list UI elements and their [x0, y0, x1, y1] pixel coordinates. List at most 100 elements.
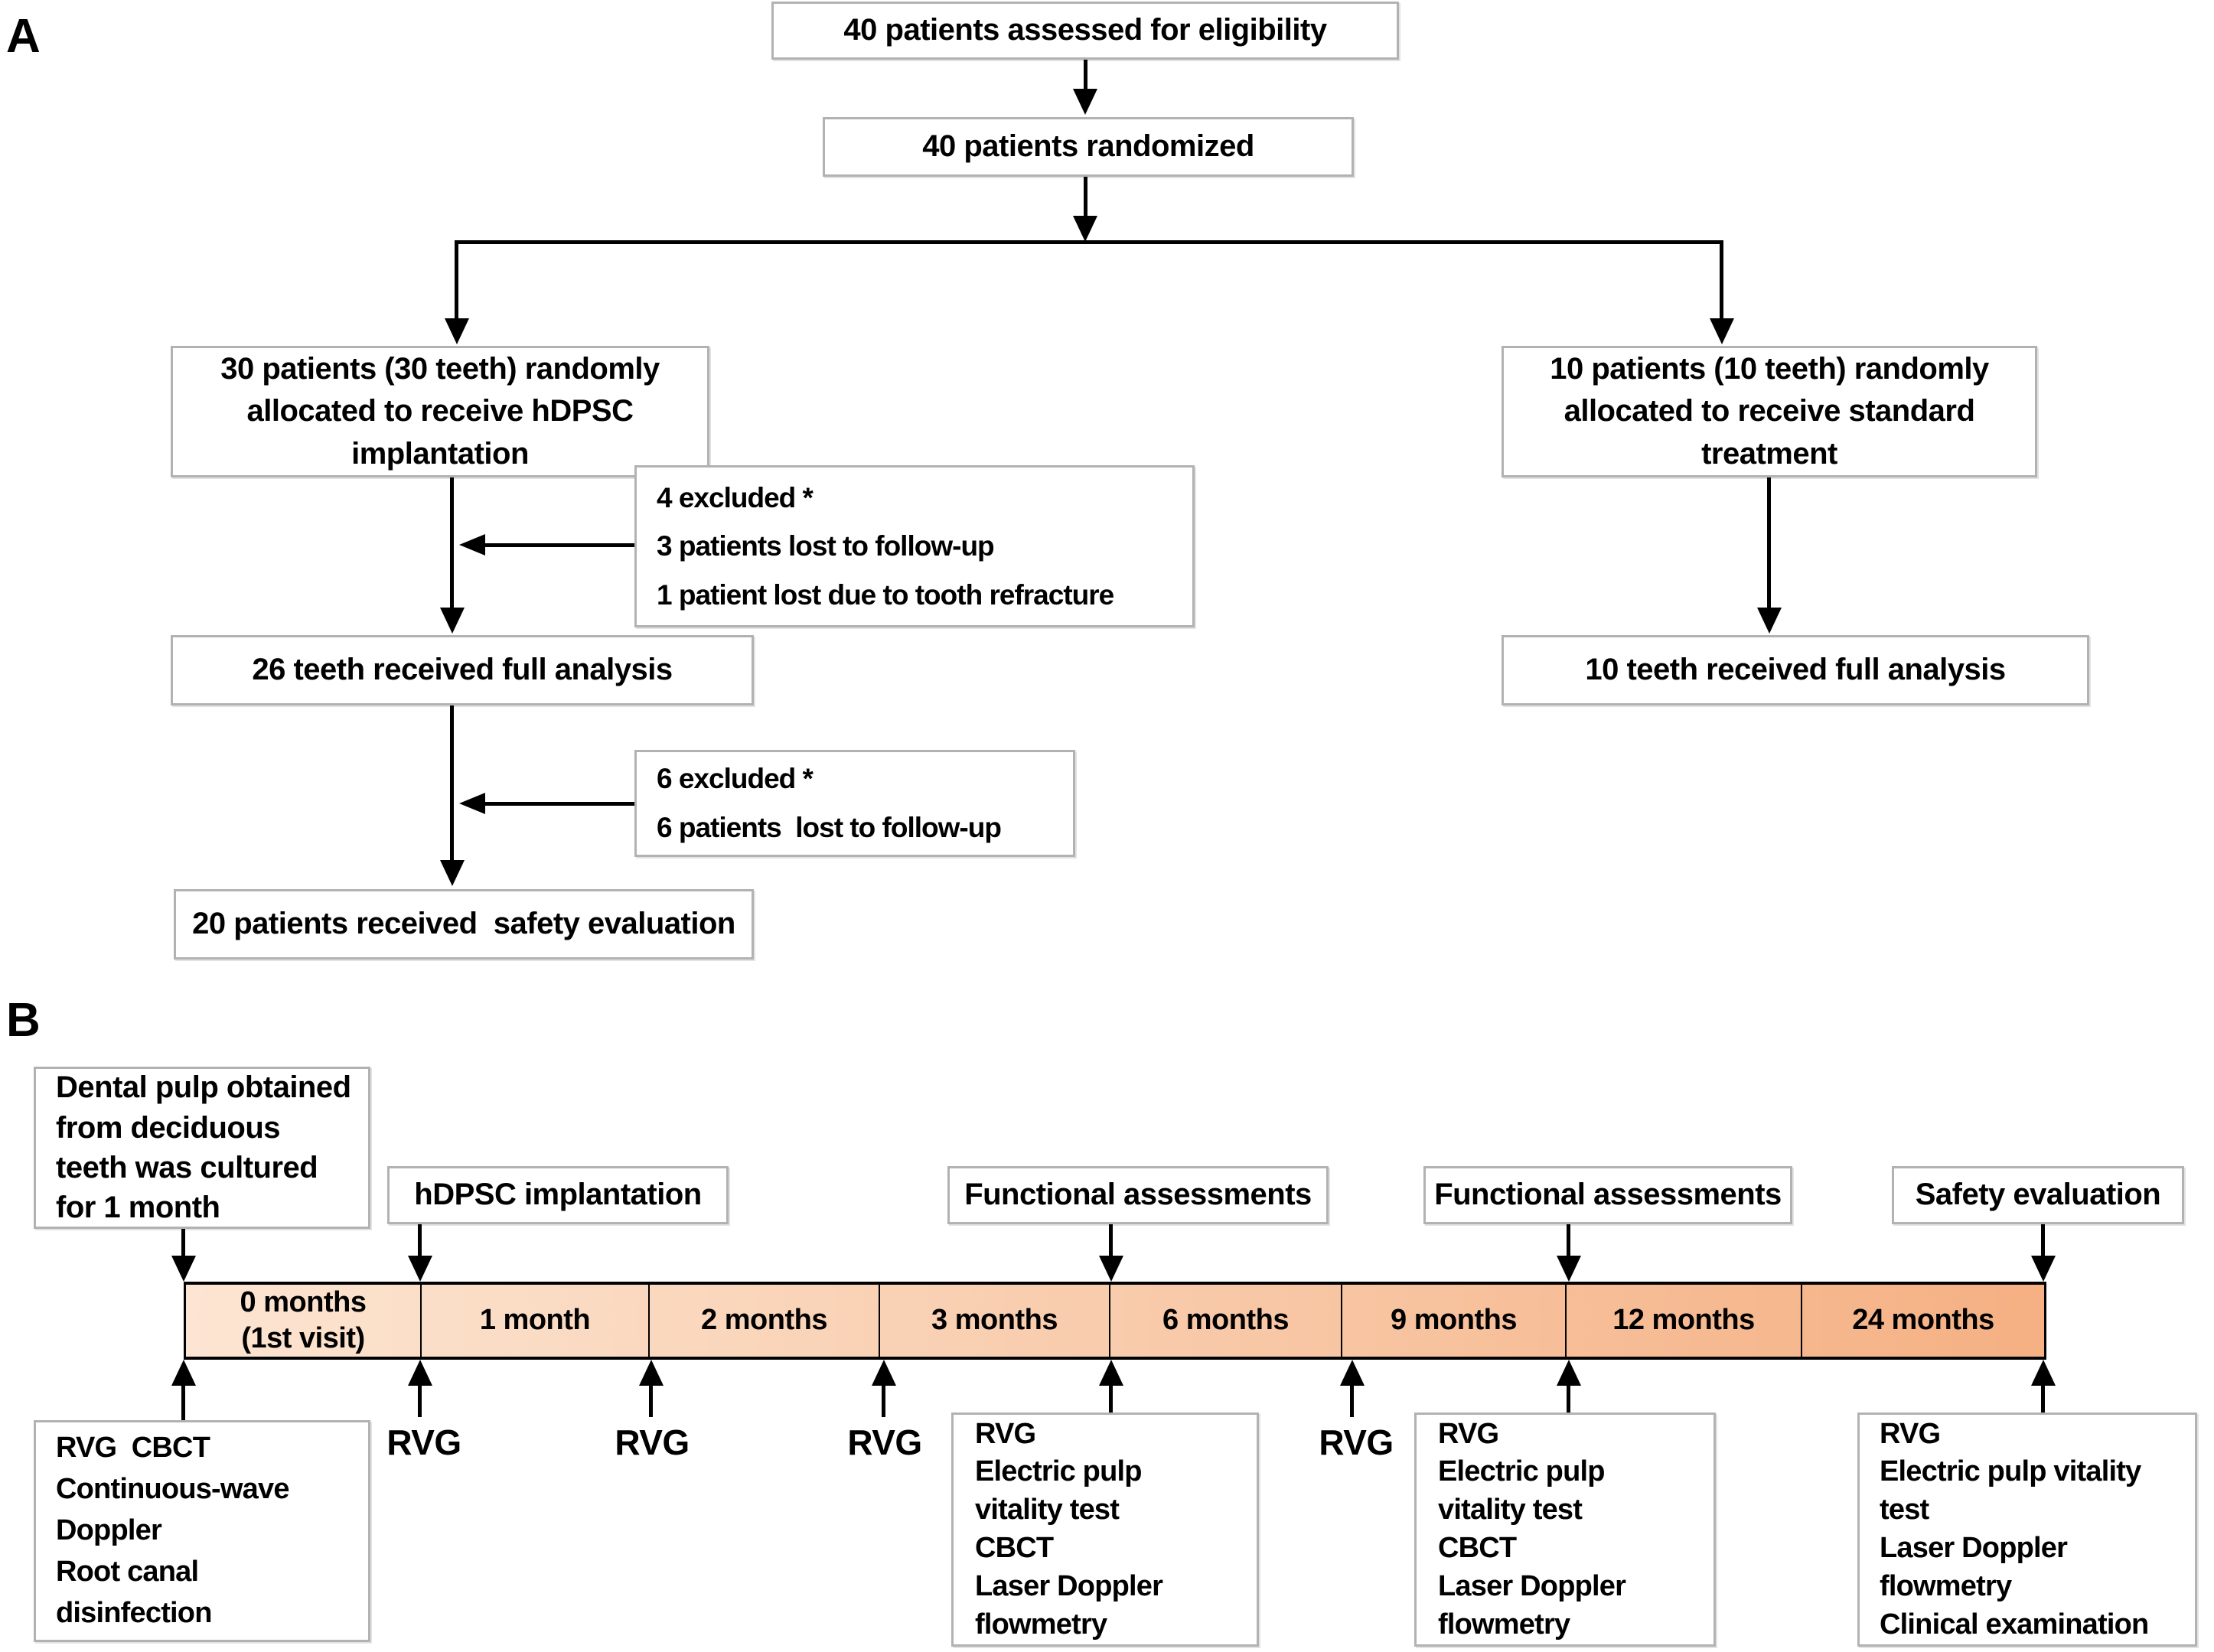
arrow-shaft — [450, 477, 454, 609]
arrowhead-up-icon — [2031, 1360, 2056, 1386]
box-month6-line1: RVG — [975, 1417, 1036, 1450]
segment-label: 6 months — [1162, 1304, 1289, 1337]
timeline-bar: 0 months (1st visit) 1 month 2 months 3 … — [184, 1282, 2046, 1360]
arrow-shaft — [2041, 1224, 2045, 1258]
arrowhead-down-icon — [2031, 1256, 2056, 1282]
panel-a-label: A — [6, 10, 41, 63]
arrow-shaft — [1767, 477, 1771, 609]
box-month24-line1: RVG — [1880, 1417, 1941, 1450]
box-excluded-6: 6 excluded * 6 patients lost to follow-u… — [634, 750, 1075, 857]
box-allocated-hdpsc-line3: implantation — [351, 436, 529, 471]
timeline-segment-0-months: 0 months (1st visit) — [186, 1285, 422, 1357]
arrow-shaft — [882, 1383, 885, 1417]
box-month12-line3: vitality test — [1438, 1494, 1583, 1527]
segment-label: 3 months — [931, 1304, 1058, 1337]
box-excluded-6-line1: 6 excluded * — [657, 763, 814, 795]
arrowhead-up-icon — [1099, 1360, 1123, 1386]
timeline-segment-6-months: 6 months — [1110, 1285, 1342, 1357]
box-functional-assessments-1-text: Functional assessments — [964, 1178, 1312, 1212]
box-allocated-standard-line1: 10 patients (10 teeth) randomly — [1550, 352, 1989, 386]
timeline-segment-24-months: 24 months — [1802, 1285, 2044, 1357]
arrowhead-up-icon — [872, 1360, 896, 1386]
box-allocated-hdpsc: 30 patients (30 teeth) randomly allocate… — [171, 346, 709, 477]
box-safety-evaluation-label-text: Safety evaluation — [1915, 1178, 2161, 1212]
box-month12-line1: RVG — [1438, 1417, 1499, 1450]
box-month6-line2: Electric pulp — [975, 1455, 1142, 1488]
timeline-segment-2-months: 2 months — [650, 1285, 880, 1357]
box-month24-line2: Electric pulp vitality — [1880, 1455, 2141, 1488]
branch-line — [456, 240, 1723, 244]
box-baseline-line3: Doppler — [56, 1514, 162, 1547]
box-randomized: 40 patients randomized — [823, 117, 1354, 177]
box-assessed-eligibility-text: 40 patients assessed for eligibility — [843, 13, 1327, 47]
box-dental-pulp: Dental pulp obtained from deciduous teet… — [34, 1067, 370, 1229]
timeline-segment-3-months: 3 months — [880, 1285, 1110, 1357]
box-month6-line4: CBCT — [975, 1532, 1054, 1564]
arrow-shaft — [450, 705, 454, 862]
arrowhead-up-icon — [1340, 1360, 1365, 1386]
box-excluded-4: 4 excluded * 3 patients lost to follow-u… — [634, 465, 1195, 627]
box-month24-assessments: RVG Electric pulp vitality test Laser Do… — [1857, 1413, 2197, 1647]
panel-b-label: B — [6, 994, 41, 1047]
box-hdpsc-implantation-text: hDPSC implantation — [414, 1178, 702, 1212]
arrow-shaft — [484, 802, 634, 806]
box-baseline-assessments: RVG CBCT Continuous-wave Doppler Root ca… — [34, 1420, 370, 1642]
box-safety-evaluation-20: 20 patients received safety evaluation — [174, 889, 754, 960]
rvg-label-2-months: RVG — [615, 1422, 690, 1462]
box-month6-line5: Laser Doppler — [975, 1569, 1163, 1602]
arrowhead-left-icon — [459, 793, 485, 814]
box-functional-assessments-2-text: Functional assessments — [1434, 1178, 1782, 1212]
arrow-shaft — [1350, 1383, 1354, 1417]
rvg-label-1-month: RVG — [386, 1422, 461, 1462]
box-safety-evaluation-label: Safety evaluation — [1892, 1166, 2184, 1224]
arrow-shaft — [649, 1383, 653, 1417]
arrowhead-down-icon — [1710, 318, 1734, 344]
box-allocated-hdpsc-line2: allocated to receive hDPSC — [246, 394, 634, 428]
box-excluded-4-line2: 3 patients lost to follow-up — [657, 530, 995, 562]
arrow-shaft — [2041, 1383, 2045, 1413]
arrowhead-up-icon — [408, 1360, 432, 1386]
arrow-shaft — [418, 1224, 422, 1258]
box-excluded-4-line1: 4 excluded * — [657, 481, 814, 513]
arrow-shaft — [181, 1383, 185, 1420]
arrow-shaft — [1567, 1383, 1570, 1413]
rvg-label-9-months: RVG — [1319, 1422, 1394, 1462]
arrowhead-down-icon — [1073, 89, 1097, 115]
box-dental-pulp-line1: Dental pulp obtained — [56, 1070, 351, 1105]
arrowhead-up-icon — [639, 1360, 664, 1386]
arrow-shaft — [1084, 177, 1087, 217]
segment-label: (1st visit) — [241, 1322, 365, 1354]
arrowhead-down-icon — [445, 318, 469, 344]
box-assessed-eligibility: 40 patients assessed for eligibility — [771, 2, 1399, 60]
rvg-label-3-months: RVG — [847, 1422, 922, 1462]
arrowhead-down-icon — [440, 608, 465, 634]
box-full-analysis-10: 10 teeth received full analysis — [1502, 635, 2089, 705]
segment-label: 12 months — [1612, 1304, 1755, 1337]
box-allocated-standard-line3: treatment — [1701, 436, 1837, 471]
segment-label: 0 months — [240, 1285, 367, 1318]
box-month24-line4: Laser Doppler — [1880, 1532, 2068, 1564]
arrowhead-down-icon — [440, 860, 465, 886]
box-functional-assessments-2: Functional assessments — [1423, 1166, 1792, 1224]
arrow-shaft — [484, 543, 634, 547]
box-baseline-line4: Root canal — [56, 1555, 199, 1588]
segment-label: 1 month — [479, 1304, 591, 1337]
arrowhead-down-icon — [171, 1256, 196, 1282]
arrow-shaft — [181, 1229, 185, 1258]
segment-label: 24 months — [1852, 1304, 1994, 1337]
segment-label: 2 months — [701, 1304, 827, 1337]
arrow-shaft — [418, 1383, 422, 1417]
box-month12-line2: Electric pulp — [1438, 1455, 1605, 1488]
box-allocated-standard: 10 patients (10 teeth) randomly allocate… — [1502, 346, 2037, 477]
box-month6-line6: flowmetry — [975, 1608, 1107, 1641]
arrow-shaft — [1567, 1224, 1570, 1258]
arrowhead-down-icon — [408, 1256, 432, 1282]
box-functional-assessments-1: Functional assessments — [947, 1166, 1329, 1224]
arrowhead-left-icon — [459, 534, 485, 556]
timeline-segment-9-months: 9 months — [1342, 1285, 1567, 1357]
arrow-shaft — [1720, 240, 1723, 320]
arrowhead-down-icon — [1557, 1256, 1581, 1282]
box-month12-assessments: RVG Electric pulp vitality test CBCT Las… — [1414, 1413, 1716, 1647]
box-baseline-line1: RVG CBCT — [56, 1432, 210, 1465]
